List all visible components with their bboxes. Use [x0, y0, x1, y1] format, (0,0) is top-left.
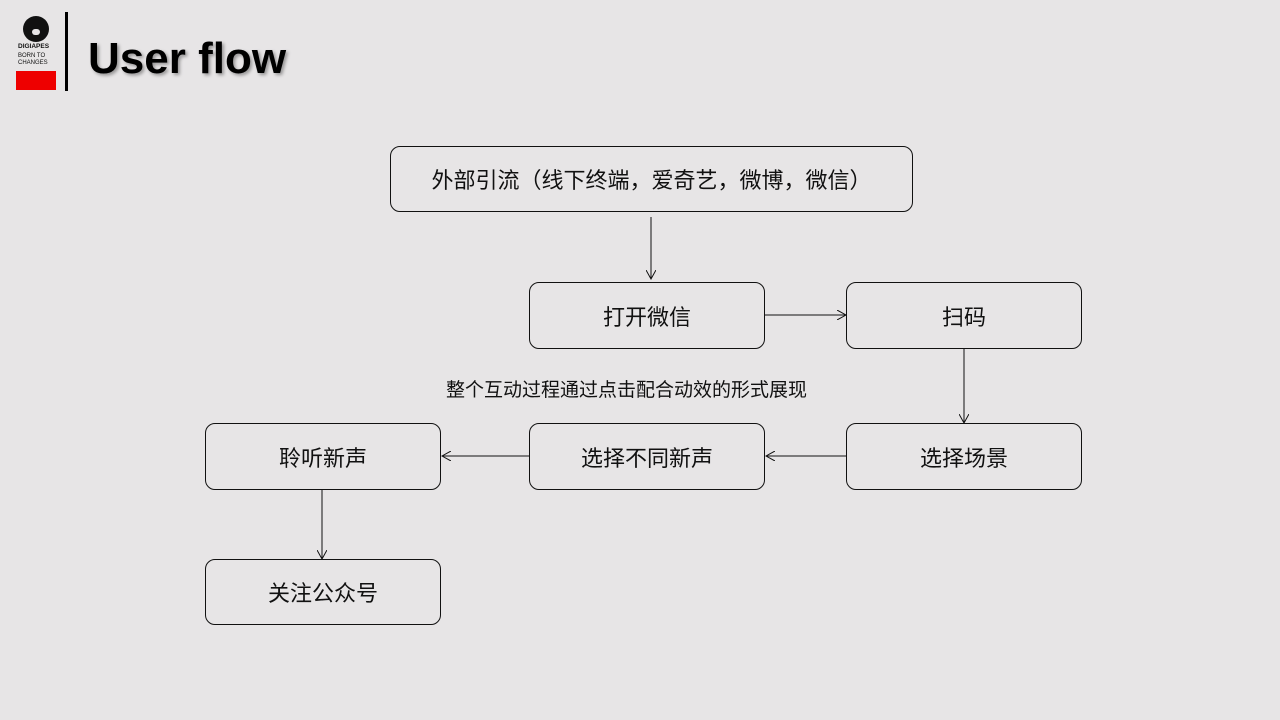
digiapes-logo: DIGIAPES BORN TO CHANGES: [16, 13, 56, 90]
interaction-note: 整个互动过程通过点击配合动效的形式展现: [446, 379, 808, 401]
node-scan-code: 扫码: [846, 282, 1082, 349]
node-follow-account: 关注公众号: [205, 559, 441, 625]
node-choose-new-voice: 选择不同新声: [529, 423, 765, 490]
logo-brand: DIGIAPES: [18, 43, 50, 50]
page-title: User flow: [88, 34, 287, 83]
title-divider: [65, 12, 68, 91]
logo-tagline-2: CHANGES: [18, 60, 48, 66]
node-listen-new-voice: 聆听新声: [205, 423, 441, 490]
logo-tagline-1: BORN TO: [18, 53, 46, 59]
node-external-traffic: 外部引流（线下终端，爱奇艺，微博，微信）: [390, 146, 913, 212]
node-open-wechat: 打开微信: [529, 282, 765, 349]
ape-head-icon: [23, 16, 49, 42]
node-choose-scene: 选择场景: [846, 423, 1082, 490]
logo-red-bar: [16, 71, 56, 90]
